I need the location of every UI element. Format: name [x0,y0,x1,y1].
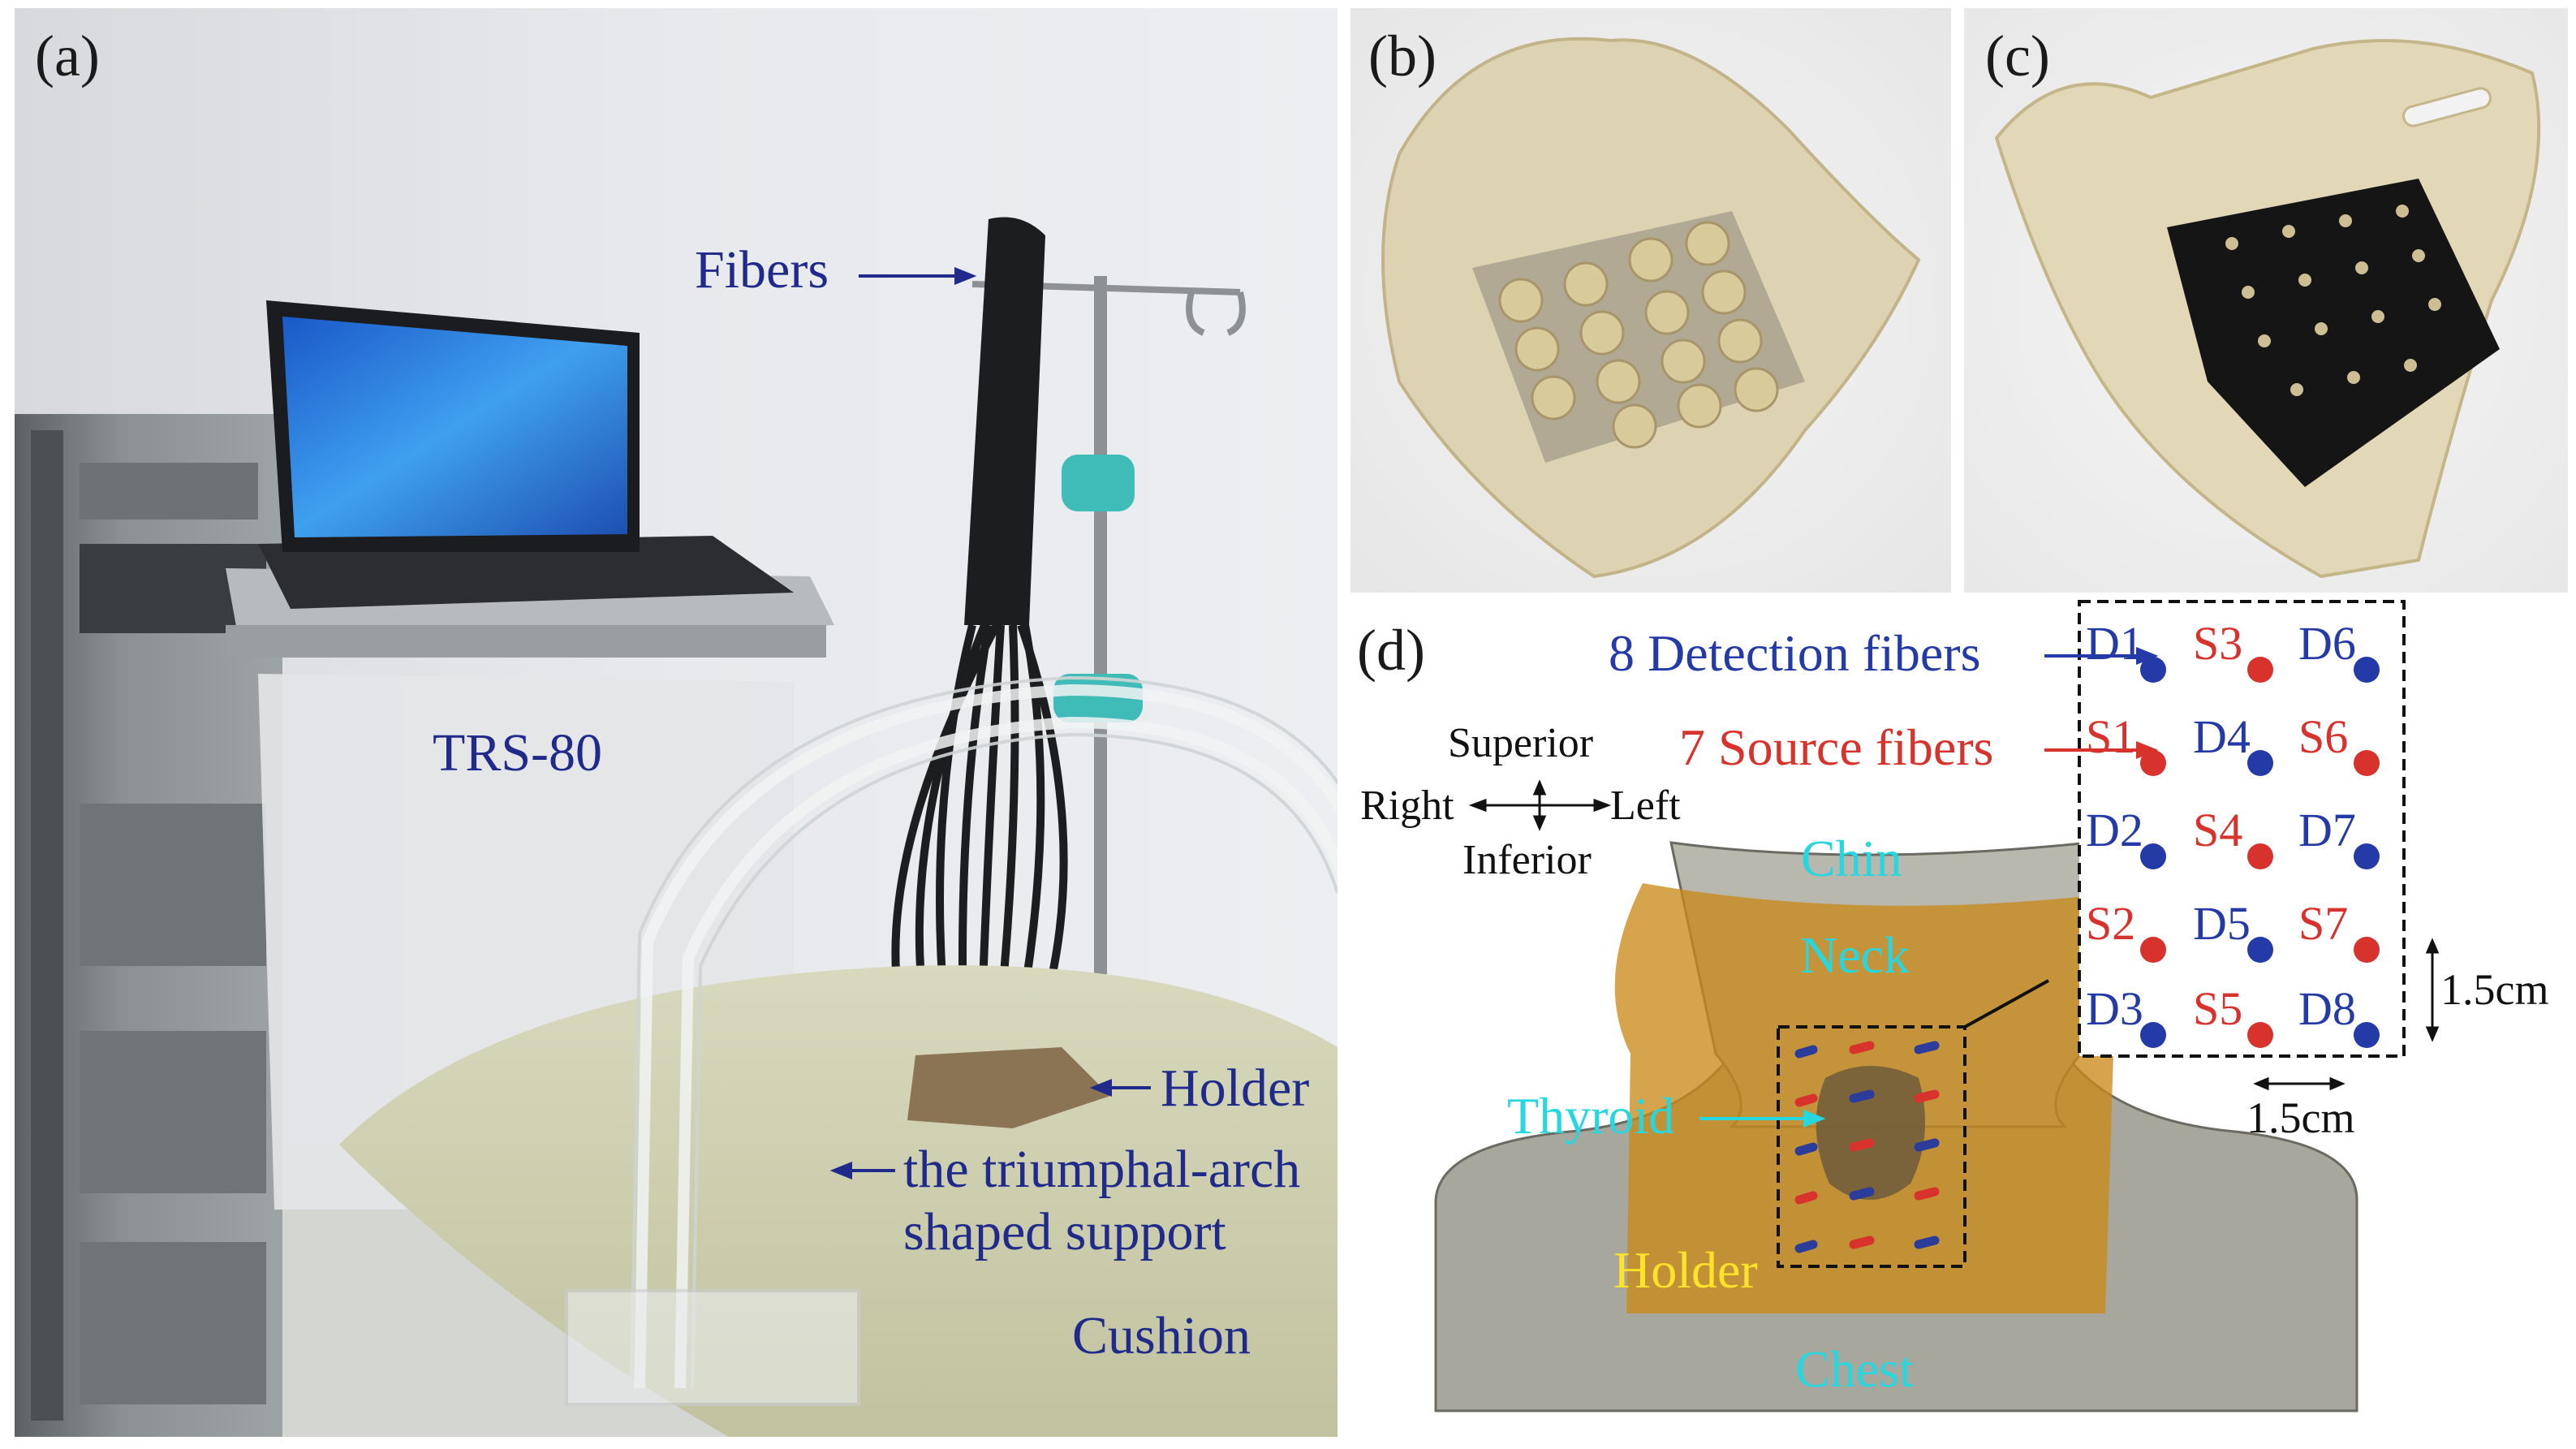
panel-d-tag: (d) [1357,618,1425,683]
source-dot [2247,1022,2273,1048]
cushion-label: Cushion [1072,1306,1251,1365]
vertical-spacing-label: 1.5cm [2440,965,2549,1014]
anatomy-thyroid: Thyroid [1507,1087,1675,1145]
horizontal-spacing-label: 1.5cm [2246,1093,2355,1142]
fiber-grid-row: D1 S3 D6 [2079,616,2404,683]
panel-c: (c) [1964,8,2568,593]
orientation-inferior: Inferior [1462,837,1592,883]
orientation-superior: Superior [1448,720,1594,766]
fiber-grid-row: D3 S5 D8 [2079,982,2404,1054]
panel-c-tag: (c) [1985,24,2050,88]
panel-a: (a) Fibers TRS-80 Holder the triumphal-a… [15,8,1338,1437]
panel-b-photo [1350,8,1951,593]
detector-dot [2140,657,2166,683]
fiber-grid-row: S1 D4 S6 [2079,709,2404,776]
support-label-line1: the triumphal-arch [903,1140,1301,1199]
fiber-label: S1 [2086,710,2136,763]
fiber-label: S5 [2193,982,2243,1035]
fibers-label: Fibers [695,240,829,300]
fiber-label: S2 [2086,897,2136,950]
fiber-label: D8 [2298,982,2356,1035]
fiber-label: D6 [2298,617,2356,670]
fiber-label: D1 [2086,617,2143,670]
detector-dot [2247,937,2273,963]
orientation-left: Left [1610,783,1681,829]
panel-a-tag: (a) [35,24,100,88]
source-dot [2354,750,2380,776]
fiber-label: S7 [2298,897,2349,950]
trs80-label: TRS-80 [433,723,603,783]
detection-fibers-label: 8 Detection fibers [1609,624,1981,682]
fiber-label: D3 [2086,982,2143,1035]
source-dot [2247,843,2273,869]
panel-a-photo [15,8,1338,1437]
fiber-label: S6 [2298,710,2349,763]
fiber-grid-row: D2 S4 D7 [2079,803,2404,869]
panel-b-tag: (b) [1368,24,1437,88]
source-dot [2247,657,2273,683]
anatomy-chin: Chin [1801,830,1902,887]
source-dot [2354,937,2380,963]
fiber-grid: D1 S3 D6 S1 D4 S6 D2 S4 D7 S2 D5 [2079,602,2404,1056]
panel-d-render [1350,599,2568,1437]
detector-dot [2354,843,2380,869]
panel-b: (b) [1350,8,1951,593]
orientation-right: Right [1360,783,1454,829]
fiber-label: S3 [2193,617,2243,670]
source-dot [2140,937,2166,963]
fiber-label: D4 [2193,710,2251,763]
source-fibers-label: 7 Source fibers [1679,718,1994,776]
anatomy-neck: Neck [1800,926,1910,984]
panel-c-photo [1964,8,2568,593]
support-label-line2: shaped support [903,1202,1226,1261]
detector-dot [2354,1022,2380,1048]
detector-dot [2354,657,2380,683]
panel-d: (d) 8 Detection fibers 7 Source fibers S… [1350,599,2568,1437]
fiber-label: D2 [2086,804,2143,856]
holder-label-a: Holder [1161,1059,1310,1118]
fiber-label: D7 [2298,804,2356,856]
anatomy-holder: Holder [1613,1241,1758,1299]
detector-dot [2247,750,2273,776]
fiber-label: S4 [2193,804,2243,856]
fiber-grid-row: S2 D5 S7 [2079,896,2404,963]
source-dot [2140,750,2166,776]
detector-dot [2140,843,2166,869]
detector-dot [2140,1022,2166,1048]
anatomy-chest: Chest [1795,1340,1914,1398]
fiber-label: D5 [2193,897,2251,950]
